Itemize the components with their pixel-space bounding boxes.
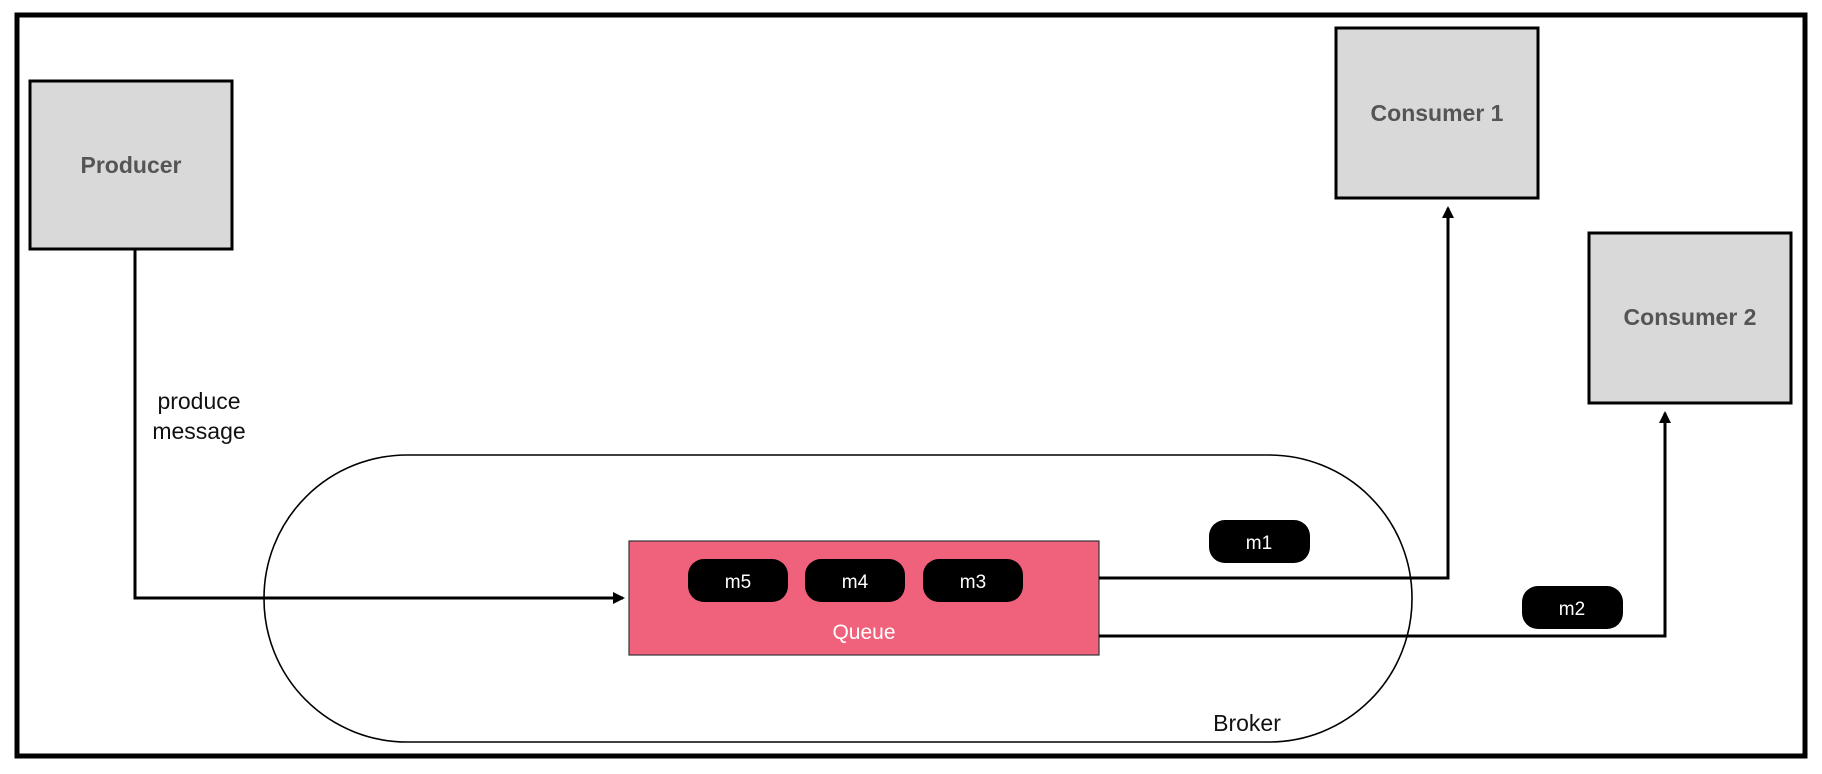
queue-node: Queue m5 m4 m3: [628, 540, 1100, 656]
queued-message-3: m3: [923, 559, 1023, 602]
producer-box: [28, 79, 234, 251]
message-label: m3: [960, 572, 986, 593]
message-label: m2: [1559, 599, 1585, 620]
edge-label-line2: message: [152, 418, 245, 444]
consumer-2-box: [1587, 231, 1793, 405]
in-flight-message-2: m2: [1522, 586, 1623, 629]
message-label: m4: [842, 572, 869, 593]
message-pill: [1522, 586, 1623, 629]
queued-message-1: m5: [688, 559, 788, 602]
broker-label: Broker: [1213, 710, 1281, 736]
edge-label-line1: produce: [157, 388, 240, 414]
consumer-2-node: Consumer 2: [1587, 231, 1793, 405]
deliver-to-consumer-1-edge: [1099, 206, 1454, 580]
produce-edge: [133, 249, 625, 604]
consumer-1-box: [1334, 26, 1540, 200]
consumer-1-label: Consumer 1: [1371, 100, 1504, 126]
message-pill: [1209, 520, 1310, 563]
message-pill: [805, 559, 905, 602]
consumer-2-label: Consumer 2: [1624, 304, 1757, 330]
message-label: m1: [1246, 533, 1272, 554]
producer-node: Producer: [28, 79, 234, 251]
consumer-1-node: Consumer 1: [1334, 26, 1540, 200]
producer-label: Producer: [81, 152, 182, 178]
deliver-to-consumer-2-edge: [1099, 411, 1671, 638]
message-pill: [688, 559, 788, 602]
queued-message-2: m4: [805, 559, 905, 602]
in-flight-message-1: m1: [1209, 520, 1310, 563]
message-label: m5: [725, 572, 751, 593]
queue-label: Queue: [832, 621, 895, 644]
message-pill: [923, 559, 1023, 602]
